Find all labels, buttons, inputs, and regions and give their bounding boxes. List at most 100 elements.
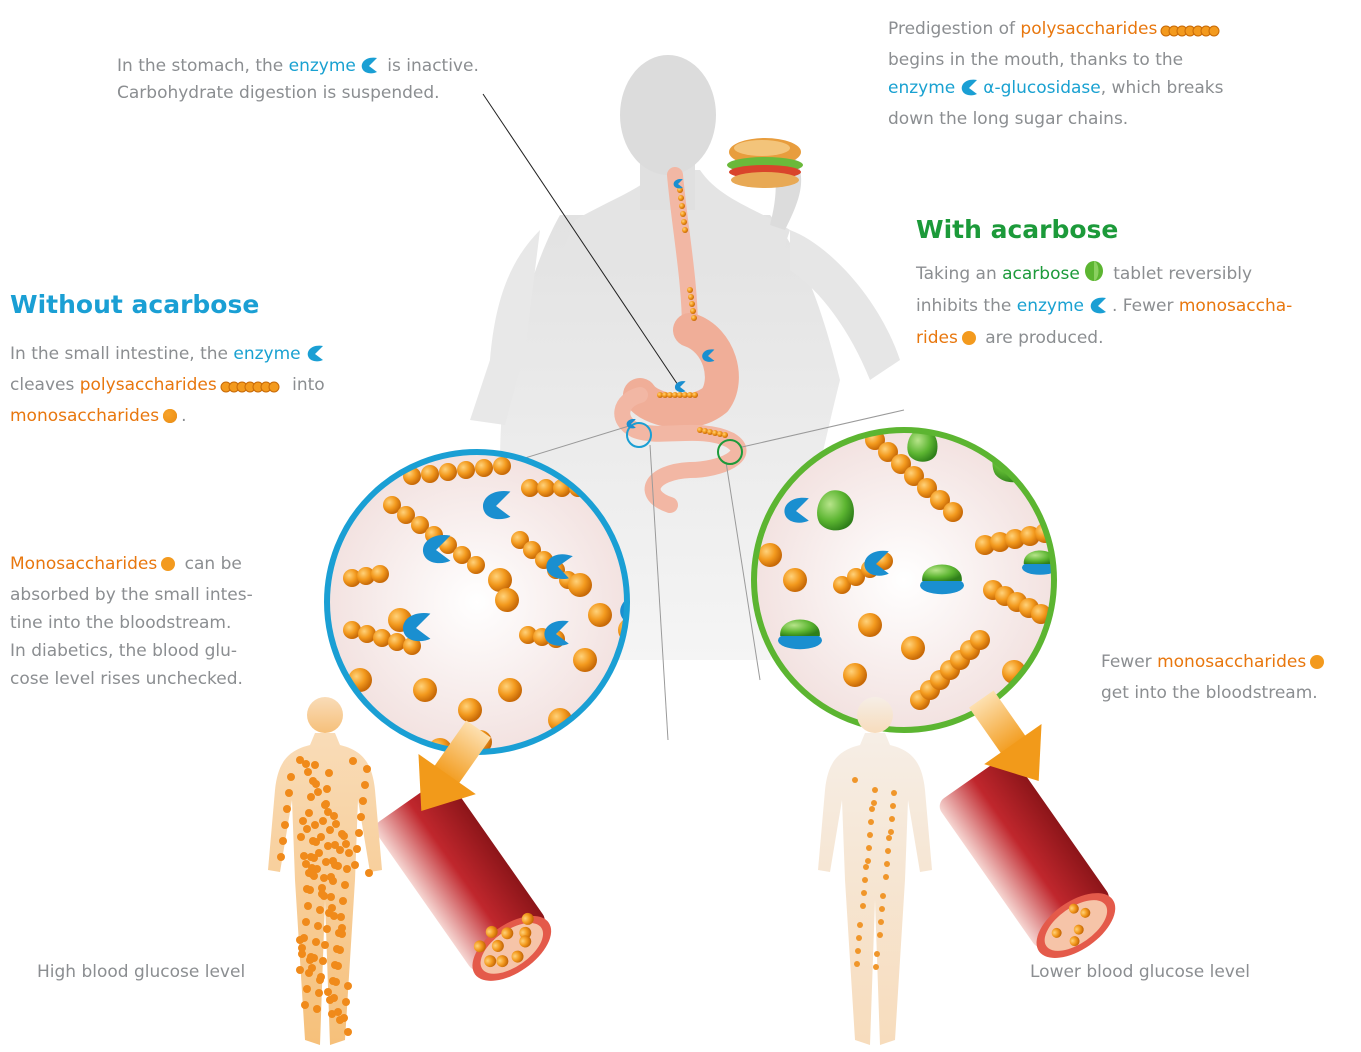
glucose-dot [349, 757, 357, 765]
enzyme-icon [304, 343, 326, 371]
glucose-dot [334, 962, 342, 970]
glucose-dot [311, 821, 319, 829]
glucose-dot [322, 800, 330, 808]
acarbose-tablet-icon [1083, 260, 1105, 292]
monosaccharide-ball [783, 568, 807, 592]
monosaccharide-icon [162, 405, 178, 433]
enzyme-term: enzyme [289, 56, 356, 76]
glucose-dot [343, 865, 351, 873]
glucose-dot [330, 994, 338, 1002]
glucose-dot [319, 957, 327, 965]
glucose-dot [852, 777, 858, 783]
glucose-dot [872, 787, 878, 793]
with-text-1: Taking an [916, 264, 1002, 284]
glucose-dot [336, 946, 344, 954]
glucose-dot [312, 938, 320, 946]
glucose-dot [340, 832, 348, 840]
glucose-dot [334, 1008, 342, 1016]
glucose-dot [314, 922, 322, 930]
monosaccharides-term: monosaccharides [10, 406, 159, 426]
glucose-dot [880, 893, 886, 899]
monosaccharide-ball [553, 738, 577, 762]
glucose-dot [305, 969, 313, 977]
burger [727, 138, 803, 188]
glucose-dot [866, 845, 872, 851]
with-text-2: tablet reversibly [1108, 264, 1252, 284]
glucose-dot [313, 1005, 321, 1013]
monosaccharide-ball [758, 543, 782, 567]
glucose-dot [889, 816, 895, 822]
without-acarbose-caption: In the small intestine, the enzyme cleav… [10, 340, 400, 433]
monosaccharide-ball [508, 748, 532, 772]
stomach-text-3: Carbohydrate digestion is suspended. [117, 81, 567, 105]
glucose-dot [855, 948, 861, 954]
glucose-dot [325, 769, 333, 777]
glucose-dot [888, 829, 894, 835]
polysaccharides-term: polysaccharides [80, 375, 217, 395]
glucose-dot [344, 982, 352, 990]
with-text-4: . Fewer [1112, 296, 1179, 316]
monosaccharide-icon [160, 553, 176, 581]
mouth-text-1: Predigestion of [888, 19, 1020, 39]
monosaccharide-ball [843, 663, 867, 687]
glucose-dot [324, 988, 332, 996]
glucose-dot [325, 909, 333, 917]
magnifier-with-acarbose [754, 429, 1070, 730]
glucose-dot [861, 890, 867, 896]
glucose-dot [316, 976, 324, 984]
glucose-dot [299, 817, 307, 825]
without-text-1: In the small intestine, the [10, 344, 233, 364]
glucose-dot [301, 1001, 309, 1009]
glucose-dot [871, 800, 877, 806]
glucose-dot [339, 897, 347, 905]
glucose-dot [361, 781, 369, 789]
absorb-text-3: tine into the bloodstream. [10, 609, 310, 637]
glucose-dot [309, 777, 317, 785]
stomach-text-2: is inactive. [382, 56, 479, 76]
monosaccharide-ball [573, 648, 597, 672]
with-acarbose-caption: Taking an acarbose tablet reversibly inh… [916, 260, 1356, 356]
glucose-dot [296, 966, 304, 974]
glucosidase-term: α-glucosidase [983, 78, 1100, 98]
glucose-dot [302, 918, 310, 926]
glucose-dot [323, 925, 331, 933]
mouth-caption: Predigestion of polysaccharides begins i… [888, 15, 1348, 133]
glucose-dot [307, 793, 315, 801]
with-text-3: inhibits the [916, 296, 1017, 316]
glucose-dot [877, 932, 883, 938]
monosaccharide-ball [858, 613, 882, 637]
glucose-dot [336, 846, 344, 854]
glucose-dot [303, 985, 311, 993]
glucose-dot [883, 874, 889, 880]
monosaccharide-ball [458, 698, 482, 722]
glucose-dot [353, 845, 361, 853]
glucose-dot [329, 877, 337, 885]
glucose-dot [305, 809, 313, 817]
fewer-text-2: get into the bloodstream. [1101, 679, 1361, 707]
glucose-dot [342, 840, 350, 848]
glucose-dot [341, 881, 349, 889]
glucose-dot [878, 919, 884, 925]
without-text-3: into [287, 375, 325, 395]
figure-high-glucose [268, 697, 382, 1045]
monosaccharide-ball [568, 573, 592, 597]
glucose-dot [302, 760, 310, 768]
stomach-caption: In the stomach, the enzyme is inactive. … [117, 54, 567, 105]
glucose-dot [300, 852, 308, 860]
monosaccharide-icon [961, 327, 977, 356]
absorb-text-4: In diabetics, the blood glu- [10, 637, 310, 665]
glucose-dot [885, 848, 891, 854]
glucose-dot [298, 950, 306, 958]
glucose-dot [886, 835, 892, 841]
glucose-dot [365, 869, 373, 877]
blood-vessel-lower [936, 752, 1127, 971]
glucose-dot [322, 858, 330, 866]
fewer-text-1: Fewer [1101, 652, 1157, 672]
glucose-dot [327, 893, 335, 901]
monosaccharide-ball [495, 588, 519, 612]
monosaccharide-icon [1309, 651, 1325, 679]
glucose-dot [865, 858, 871, 864]
mouth-text-4: down the long sugar chains. [888, 105, 1348, 133]
glucose-dot [338, 930, 346, 938]
